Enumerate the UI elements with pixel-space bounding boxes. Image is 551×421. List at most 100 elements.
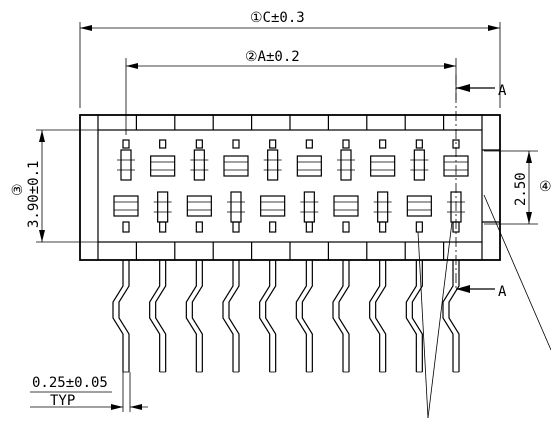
- contact-tab-bottom: [195, 221, 203, 233]
- leader-lines: [417, 194, 551, 419]
- pin-contact: [443, 139, 469, 233]
- housing-block: [296, 155, 322, 177]
- contact-spring: [413, 149, 425, 181]
- lead: [259, 260, 277, 373]
- lead-edge: [369, 260, 381, 372]
- housing-block: [406, 195, 432, 217]
- lead-edge: [405, 260, 417, 372]
- contact-spring: [120, 149, 132, 181]
- pin-contact: [223, 139, 249, 233]
- housing-block: [370, 155, 396, 177]
- contact-tab-top: [379, 139, 387, 149]
- lead: [185, 260, 203, 373]
- contact-tab-bottom: [122, 221, 130, 233]
- contact-spring: [193, 149, 205, 181]
- dimension-row-spacing: 2.50 ④: [484, 150, 551, 225]
- contact-tab-top: [159, 139, 167, 149]
- contact-tab-bottom: [159, 221, 167, 233]
- contact-tab-top: [195, 139, 203, 149]
- contact-spring: [230, 191, 242, 223]
- lead: [149, 260, 167, 373]
- contact-tab-bottom: [232, 221, 240, 233]
- lead-edge: [338, 260, 350, 372]
- pin-contact: [150, 139, 176, 233]
- pin-contact: [186, 139, 212, 233]
- contact-tab-top: [122, 139, 130, 149]
- lead-edge: [259, 260, 271, 372]
- contact-tab-top: [342, 139, 350, 149]
- lead-edge: [411, 260, 423, 372]
- contact-tab-bottom: [379, 221, 387, 233]
- contacts-group: [113, 139, 469, 233]
- housing-block: [443, 155, 469, 177]
- lead-edge: [265, 260, 277, 372]
- leads-group: [112, 260, 460, 373]
- row-spacing-label: 2.50: [513, 172, 529, 206]
- section-marker: A A: [455, 75, 507, 300]
- connector-body: [79, 114, 501, 261]
- contact-tab-top: [452, 139, 460, 149]
- contact-spring: [450, 191, 462, 223]
- row-spacing-symbol: ④: [539, 179, 551, 195]
- lead-edge: [301, 260, 313, 372]
- lead: [405, 260, 423, 373]
- contact-tab-top: [269, 139, 277, 149]
- pin-contact: [370, 139, 396, 233]
- contact-tab-bottom: [342, 221, 350, 233]
- housing-block: [186, 195, 212, 217]
- housing-block: [113, 195, 139, 217]
- lead-width-label: 0.25±0.05: [32, 375, 108, 391]
- housing-block: [260, 195, 286, 217]
- contact-tab-top: [305, 139, 313, 149]
- lead: [222, 260, 240, 373]
- contact-spring: [267, 149, 279, 181]
- lead: [295, 260, 313, 373]
- contact-tab-top: [415, 139, 423, 149]
- dimension-lead-width: 0.25±0.05 TYP: [30, 372, 148, 412]
- dimension-pitch-span: ②A±0.2: [125, 49, 457, 135]
- pin-contact: [333, 139, 359, 233]
- lead-edge: [222, 260, 234, 372]
- contact-spring: [340, 149, 352, 181]
- dimension-overall-length: ①C±0.3: [79, 10, 501, 108]
- lead-edge: [228, 260, 240, 372]
- pitch-span-label: ②A±0.2: [245, 49, 300, 65]
- lead-edge: [295, 260, 307, 372]
- lead-edge: [375, 260, 387, 372]
- lead: [442, 260, 460, 373]
- housing-block: [223, 155, 249, 177]
- lead-edge: [112, 260, 124, 372]
- lead-edge: [185, 260, 197, 372]
- pin-contact: [260, 139, 286, 233]
- pin-contact: [406, 139, 432, 233]
- contact-tab-bottom: [305, 221, 313, 233]
- contact-spring: [157, 191, 169, 223]
- lead-width-typ: TYP: [50, 393, 75, 409]
- lead-edge: [442, 260, 454, 372]
- section-label-top: A: [498, 83, 507, 99]
- overall-length-label: ①C±0.3: [250, 10, 305, 26]
- body-height-label: 3.90±0.1: [26, 161, 42, 228]
- lead-edge: [149, 260, 161, 372]
- housing-block: [150, 155, 176, 177]
- lead: [369, 260, 387, 373]
- body-height-symbol: ③: [10, 183, 26, 196]
- pin-contact: [296, 139, 322, 233]
- contact-spring: [303, 191, 315, 223]
- housing-block: [333, 195, 359, 217]
- lead-edge: [155, 260, 167, 372]
- lead: [112, 260, 130, 373]
- lead-edge: [332, 260, 344, 372]
- dimension-body-height: ③ 3.90±0.1: [10, 129, 98, 243]
- contact-spring: [377, 191, 389, 223]
- pin-contact: [113, 139, 139, 233]
- lead-edge: [191, 260, 203, 372]
- section-label-bottom: A: [498, 284, 507, 300]
- contact-tab-top: [232, 139, 240, 149]
- contact-tab-bottom: [269, 221, 277, 233]
- lead: [332, 260, 350, 373]
- lead-edge: [118, 260, 130, 372]
- contact-tab-bottom: [415, 221, 423, 233]
- lead-edge: [448, 260, 460, 372]
